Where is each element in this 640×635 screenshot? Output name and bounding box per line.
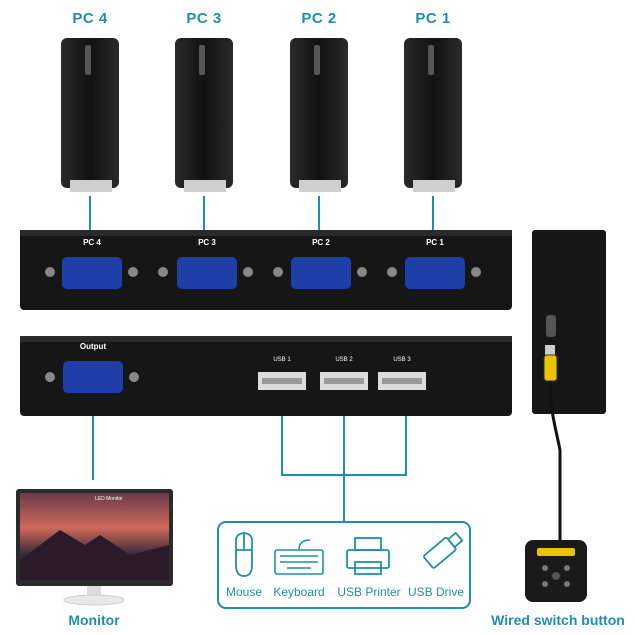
pc-1-label: PC 1 [415, 10, 451, 27]
peripheral-box [217, 521, 471, 609]
front-port-label-pc2: PC 2 [312, 238, 330, 247]
pc-2-device [290, 38, 348, 192]
keyboard-label: Keyboard [273, 585, 325, 599]
usb-drive-label: USB Drive [407, 585, 464, 599]
switch-cable [543, 345, 562, 540]
front-port-label-pc3: PC 3 [198, 238, 216, 247]
switch-label: Wired switch button [491, 612, 625, 628]
monitor-brand-text: LED Monitor [95, 496, 123, 502]
kvm-side-view [532, 230, 606, 414]
mouse-icon [235, 532, 253, 577]
monitor-label: Monitor [68, 612, 120, 628]
usb-drive-icon [423, 531, 464, 569]
vga-port-output [45, 361, 139, 393]
usb-3-label: USB 3 [393, 357, 411, 363]
usb-2-label: USB 2 [335, 357, 353, 363]
pc-3-device [175, 38, 233, 192]
usb-printer-label: USB Printer [337, 585, 401, 599]
pc-4-device [61, 38, 119, 192]
pc-1-device [404, 38, 462, 192]
pc-3-label: PC 3 [186, 10, 222, 27]
pc-connector-lines [89, 196, 434, 230]
usb-1-label: USB 1 [273, 357, 291, 363]
front-port-label-pc4: PC 4 [83, 238, 101, 247]
mouse-label: Mouse [225, 585, 263, 599]
vga-ports-front [45, 257, 481, 289]
monitor-device [16, 489, 173, 606]
pc-2-label: PC 2 [301, 10, 337, 27]
peripheral-connector-lines [92, 416, 407, 522]
kvm-front-panel [20, 230, 512, 310]
keyboard-icon [274, 539, 324, 575]
printer-icon [346, 537, 390, 575]
front-port-label-pc1: PC 1 [426, 238, 444, 247]
wired-switch-button [525, 540, 587, 602]
pc-4-label: PC 4 [72, 10, 108, 27]
output-label: Output [79, 342, 107, 351]
usb-ports [258, 372, 426, 390]
